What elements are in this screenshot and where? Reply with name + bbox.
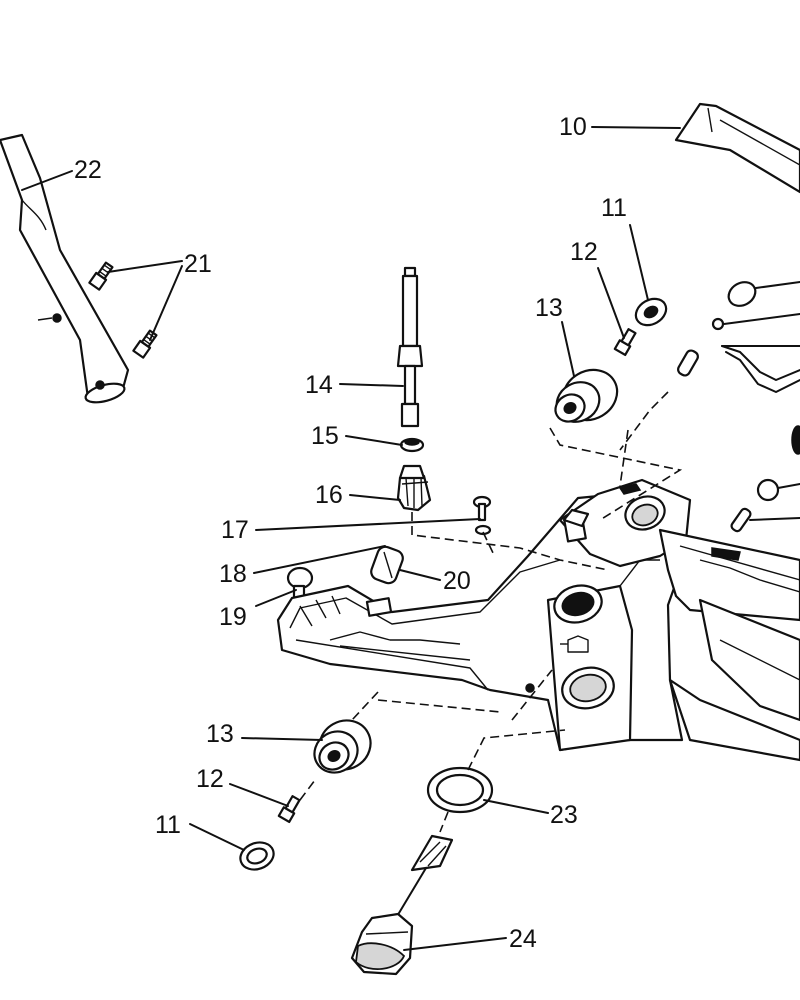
part-14-rod xyxy=(396,266,424,428)
part-13-bottom-mount xyxy=(313,719,372,774)
part-16-cap xyxy=(396,464,432,512)
part-11-top-washer xyxy=(634,297,668,327)
label-15: 15 xyxy=(311,422,339,450)
label-11-bottom: 11 xyxy=(155,811,181,839)
part-20-plug xyxy=(370,545,404,585)
part-21-screws xyxy=(88,261,158,359)
part-11-bottom-washer xyxy=(239,841,275,871)
part-23-seal-ring xyxy=(426,766,494,814)
label-12-top: 12 xyxy=(570,238,598,266)
label-10: 10 xyxy=(559,113,587,141)
label-24: 24 xyxy=(509,925,537,953)
label-13-top: 13 xyxy=(535,294,563,322)
label-16: 16 xyxy=(315,481,343,509)
label-14: 14 xyxy=(305,371,333,399)
label-20: 20 xyxy=(443,567,471,595)
part-15-seal xyxy=(399,437,425,453)
label-23: 23 xyxy=(550,801,578,829)
assembly-dashed-lines xyxy=(299,391,683,833)
part-24-fuel-cap xyxy=(350,834,454,976)
part-22-handle-tube xyxy=(0,133,130,404)
label-21: 21 xyxy=(184,250,212,278)
right-side-small-parts xyxy=(677,281,800,533)
label-12-bottom: 12 xyxy=(196,765,224,793)
part-10-upper-handle xyxy=(674,102,800,194)
label-19: 19 xyxy=(219,603,247,631)
label-11-top: 11 xyxy=(601,194,627,222)
label-13-bottom: 13 xyxy=(206,720,234,748)
leader-lines xyxy=(21,126,681,951)
part-13-top-mount xyxy=(554,368,619,423)
label-22: 22 xyxy=(74,156,102,184)
label-18: 18 xyxy=(219,560,247,588)
part-12-bottom-screw xyxy=(277,795,301,824)
part-12-top-screw xyxy=(613,328,637,357)
part-17-bolt xyxy=(472,495,492,536)
callout-labels: 22 21 10 11 12 13 14 15 16 17 18 19 20 1… xyxy=(74,113,627,953)
label-17: 17 xyxy=(221,516,249,544)
main-housing xyxy=(276,478,800,762)
